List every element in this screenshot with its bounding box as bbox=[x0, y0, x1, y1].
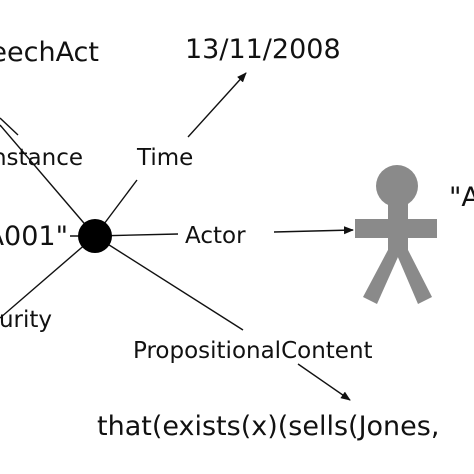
arrow-time-to-date bbox=[187, 72, 247, 138]
actor-label: Actor bbox=[185, 223, 246, 249]
date-value-label: 13/11/2008 bbox=[185, 34, 341, 65]
edge-instance bbox=[0, 124, 96, 237]
edge-security bbox=[0, 235, 96, 319]
security-label: Security bbox=[0, 307, 52, 333]
arrow-actor-to-figure bbox=[273, 226, 354, 235]
propositional-content-label: PropositionalContent bbox=[133, 338, 373, 364]
speech-act-hub-node bbox=[78, 219, 112, 253]
actor-value-label: "A bbox=[449, 182, 474, 213]
actor-person-icon bbox=[355, 165, 437, 304]
time-label: Time bbox=[136, 145, 193, 171]
instance-label: instance bbox=[0, 145, 83, 171]
content-value-label: that(exists(x)(sells(Jones, bbox=[97, 411, 439, 442]
id-value-label: "A001" bbox=[0, 221, 68, 252]
arrow-content-to-value bbox=[297, 363, 351, 401]
speech-act-label: SpeechAct bbox=[0, 37, 99, 68]
edge-speech-act-to-instance bbox=[0, 117, 19, 136]
edge-propositional-content bbox=[94, 235, 244, 331]
